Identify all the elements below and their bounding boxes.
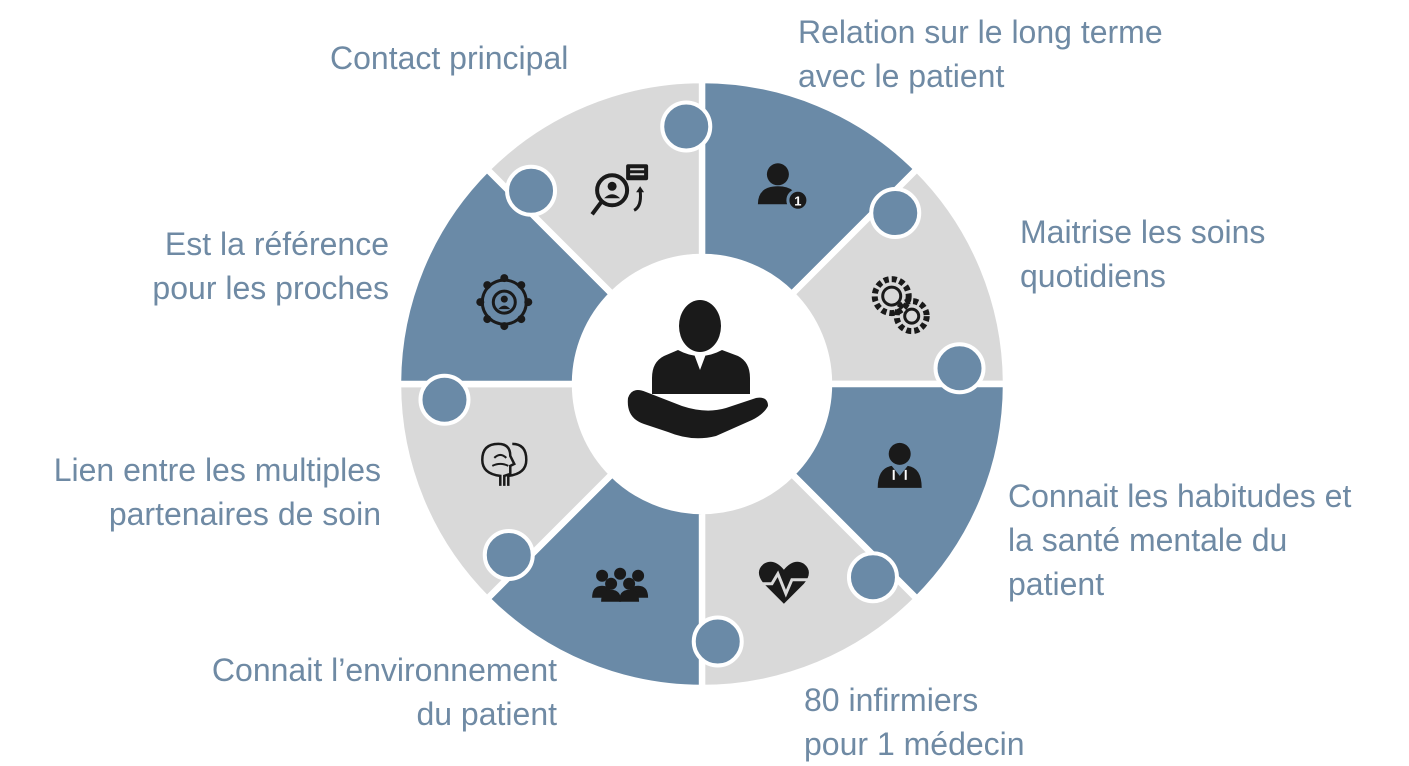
label-line: 80 infirmiers [804, 682, 979, 718]
puzzle-knob [869, 187, 922, 240]
patient-care-hand-icon [627, 300, 768, 439]
puzzle-knob [691, 615, 744, 668]
puzzle-knob [660, 100, 713, 153]
label-line: Contact principal [330, 40, 569, 76]
puzzle-knob [482, 528, 535, 581]
label-line: du patient [416, 696, 557, 732]
label-ratio: 80 infirmiers pour 1 médecin [804, 678, 1025, 766]
gears-icon [871, 276, 930, 335]
label-line: pour 1 médecin [804, 726, 1025, 762]
label-line: Connait les habitudes et [1008, 478, 1352, 514]
label-line: pour les proches [152, 270, 389, 306]
label-line: quotidiens [1020, 258, 1166, 294]
head-profile-icon [481, 442, 528, 486]
puzzle-knob [846, 551, 899, 604]
puzzle-knob [933, 342, 986, 395]
puzzle-knob [418, 373, 471, 426]
network-icon [476, 274, 533, 331]
label-line: Relation sur le long terme [798, 14, 1163, 50]
label-line: avec le patient [798, 58, 1005, 94]
puzzle-knobs [418, 100, 986, 668]
label-line: patient [1008, 566, 1105, 602]
label-line: Connait l’environnement [211, 652, 557, 688]
svg-text:1: 1 [794, 193, 801, 208]
heart-pulse-icon [753, 561, 814, 604]
label-environnement: Connait l’environnement du patient [212, 648, 557, 736]
label-reference: Est la référence pour les proches [152, 222, 389, 310]
label-line: Lien entre les multiples [53, 452, 381, 488]
label-lien: Lien entre les multiples partenaires de … [54, 448, 381, 536]
label-line: partenaires de soin [108, 496, 381, 532]
puzzle-knob [505, 164, 558, 217]
label-relation: Relation sur le long terme avec le patie… [798, 10, 1163, 98]
doctor-icon [877, 442, 922, 488]
label-line: la santé mentale du [1008, 522, 1288, 558]
crowd-icon [592, 567, 649, 602]
label-soins: Maitrise les soins quotidiens [1020, 210, 1265, 298]
label-contact: Contact principal [330, 36, 568, 80]
label-line: Maitrise les soins [1020, 214, 1266, 250]
user-number-one-icon: 1 [757, 163, 810, 212]
search-person-icon [590, 164, 649, 216]
segment-icons: 1 [476, 163, 930, 604]
label-habitudes: Connait les habitudes et la santé mental… [1008, 474, 1351, 606]
label-line: Est la référence [164, 226, 389, 262]
